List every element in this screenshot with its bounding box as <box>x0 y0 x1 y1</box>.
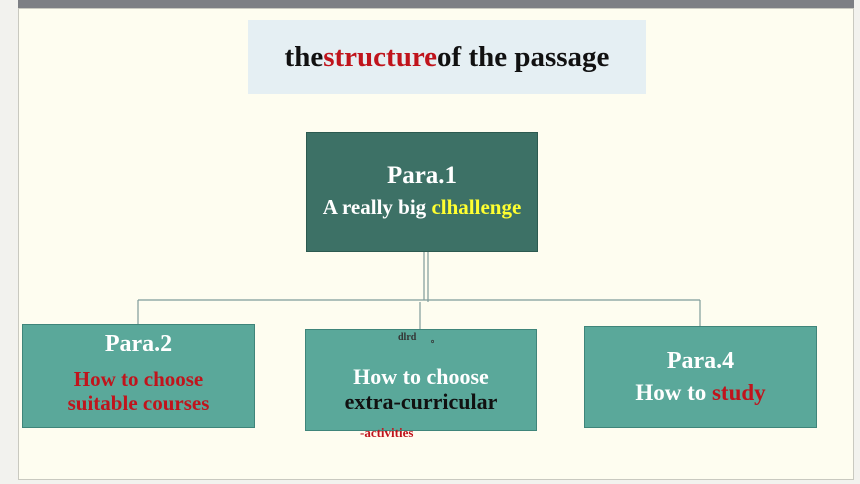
title-highlight: structure <box>323 40 438 73</box>
para4-heading: Para.4 <box>666 348 735 374</box>
title-part2: of the passage <box>437 40 610 73</box>
para2-box: Para.2 How to choose suitable courses <box>22 324 255 428</box>
para4-text-highlight: study <box>711 380 766 405</box>
para3-line1: How to choose <box>353 364 489 389</box>
para4-text-pre: How to <box>635 380 712 405</box>
title-part1: the <box>284 40 324 73</box>
para1-text-highlight: clhallenge <box>431 195 522 219</box>
frame-left <box>0 0 18 484</box>
para1-text-pre: A really big <box>322 195 432 219</box>
para2-heading: Para.2 <box>104 331 173 357</box>
para1-heading: Para.1 <box>386 162 458 189</box>
para3-small-dot: 。 <box>431 335 439 344</box>
frame-right <box>854 0 860 484</box>
para4-text: How to study <box>635 377 765 409</box>
para3-line2: extra-curricular <box>344 389 498 414</box>
para1-box: Para.1 A really big clhallenge <box>306 132 538 252</box>
slide-title: the structure of the passage <box>248 20 646 94</box>
para3-box: dlrd 。 How to choose extra-curricular <box>305 329 537 431</box>
para2-line1: How to choose <box>73 367 204 391</box>
para2-line2: suitable courses <box>67 391 210 415</box>
para4-box: Para.4 How to study <box>584 326 817 428</box>
para3-line3: -activities <box>360 425 414 440</box>
frame-bottom <box>0 480 860 484</box>
para3-small-label: dlrd <box>398 332 417 343</box>
para1-text: A really big clhallenge <box>323 191 522 223</box>
